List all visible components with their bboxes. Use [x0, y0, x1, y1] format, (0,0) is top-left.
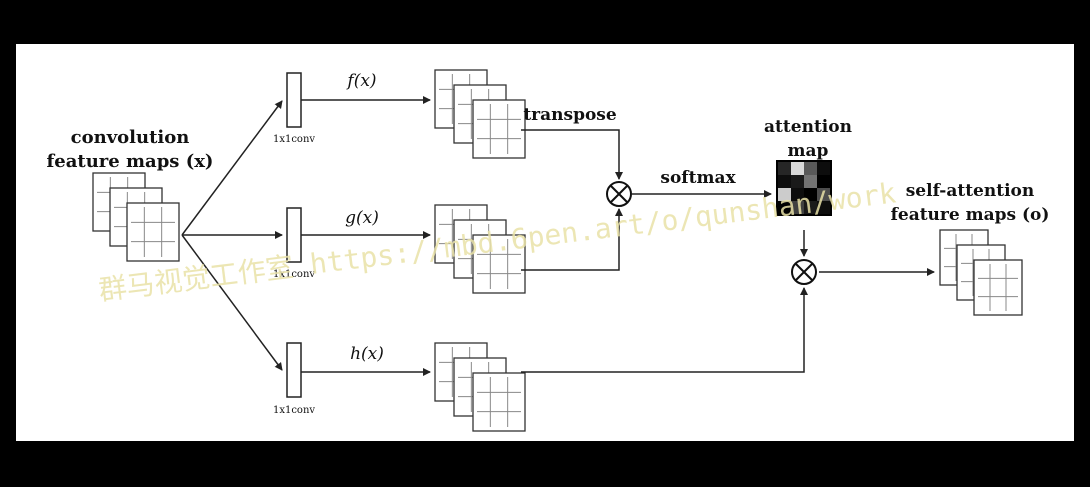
g-label: g(x)	[345, 208, 379, 228]
attention-path-lines	[521, 129, 935, 373]
attention-map-cell	[804, 162, 817, 175]
conv-label-f: 1x1conv	[273, 134, 315, 145]
attention-map-cell	[778, 201, 791, 214]
input-branch-lines	[181, 100, 283, 371]
attention-map-cell	[791, 162, 804, 175]
attention-map-cell	[791, 201, 804, 214]
feature-map-sheet	[472, 372, 526, 432]
attention-label-line1: attention	[764, 117, 852, 137]
h-feature-maps-stack	[434, 342, 526, 432]
attention-map-cell	[804, 201, 817, 214]
transpose-label: transpose	[523, 105, 617, 125]
f-feature-maps-stack	[434, 69, 526, 159]
feature-map-sheet	[126, 202, 180, 262]
h-label: h(x)	[350, 344, 384, 364]
attention-map-cell	[804, 188, 817, 201]
softmax-label: softmax	[660, 168, 736, 188]
attention-map-cell	[791, 188, 804, 201]
multiply-node-2	[791, 259, 817, 285]
feature-map-sheet	[973, 259, 1023, 316]
attention-map-cell	[778, 162, 791, 175]
multiply-node-1	[606, 181, 632, 207]
output-label-line1: self-attention	[906, 181, 1035, 201]
attention-map-cell	[817, 201, 830, 214]
conv-box-h	[286, 342, 302, 398]
conv-label-g: 1x1conv	[273, 269, 315, 280]
feature-map-sheet	[472, 99, 526, 159]
attention-map-cell	[778, 188, 791, 201]
attention-map-cell	[817, 188, 830, 201]
diagram-canvas	[16, 44, 1074, 441]
g-feature-maps-stack	[434, 204, 526, 294]
input-label-line2: feature maps (x)	[47, 151, 214, 172]
feature-map-sheet	[472, 234, 526, 294]
attention-map-grid	[776, 160, 832, 216]
attention-map-cell	[791, 175, 804, 188]
attention-map-cell	[804, 175, 817, 188]
conv-box-f	[286, 72, 302, 128]
attention-map-cell	[817, 175, 830, 188]
input-label-line1: convolution	[71, 127, 190, 148]
attention-label-line2: map	[788, 141, 829, 161]
f-label: f(x)	[345, 71, 376, 91]
output-feature-maps-stack	[939, 229, 1023, 316]
input-feature-maps-stack	[92, 172, 180, 262]
branch-arrows	[301, 96, 431, 376]
attention-map-cell	[817, 162, 830, 175]
output-label-line2: feature maps (o)	[891, 205, 1050, 225]
attention-map-cell	[778, 175, 791, 188]
conv-label-h: 1x1conv	[273, 405, 315, 416]
